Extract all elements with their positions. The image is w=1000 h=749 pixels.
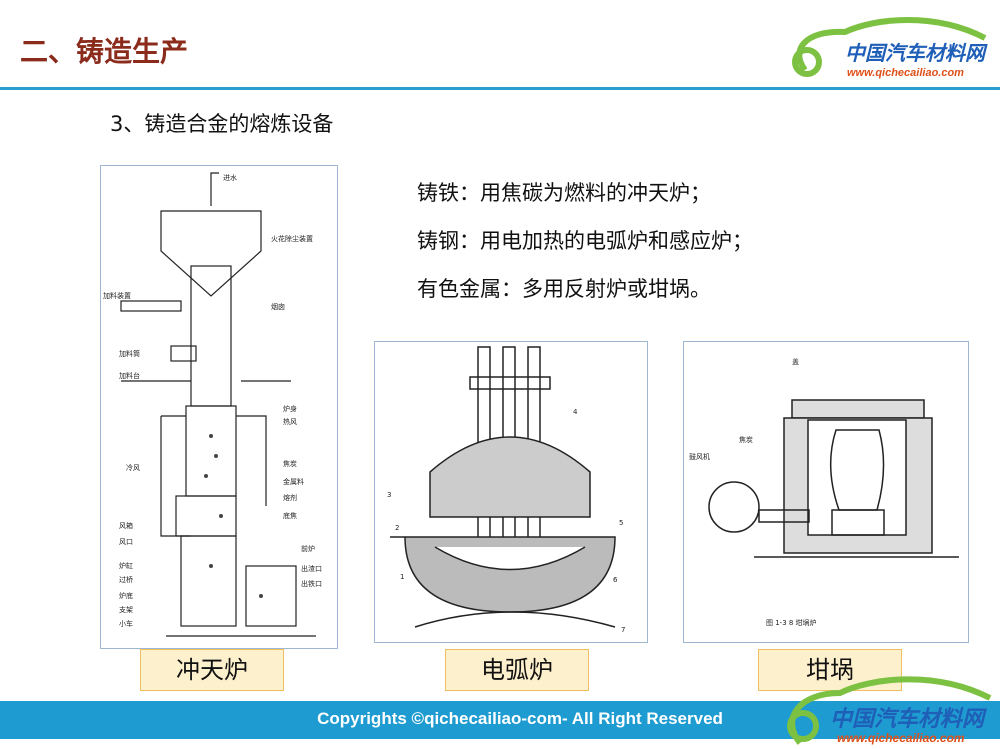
svg-text:炉缸: 炉缸 xyxy=(119,561,133,570)
caption-arc-furnace: 电弧炉 xyxy=(445,649,589,691)
arc-furnace-diagram: 2 1 3 4 5 6 7 xyxy=(374,341,648,643)
svg-text:5: 5 xyxy=(619,519,623,527)
svg-text:过桥: 过桥 xyxy=(119,575,133,584)
section-subtitle: 3、铸造合金的熔炼设备 xyxy=(110,112,334,136)
svg-text:盖: 盖 xyxy=(792,357,799,366)
caption-crucible: 坩埚 xyxy=(758,649,902,691)
svg-text:熔剂: 熔剂 xyxy=(283,493,297,502)
svg-text:图 1-3 8 坩埚炉: 图 1-3 8 坩埚炉 xyxy=(766,618,817,627)
cupola-diagram: 进水 火花除尘装置 加料装置 烟囱 加料筒 加料台 炉身 热风 冷风 焦炭 金属… xyxy=(100,165,338,649)
caption-cupola: 冲天炉 xyxy=(140,649,284,691)
svg-text:焦炭: 焦炭 xyxy=(739,435,753,444)
svg-text:2: 2 xyxy=(395,524,399,532)
svg-text:加料台: 加料台 xyxy=(119,371,140,380)
svg-text:风口: 风口 xyxy=(119,538,133,546)
svg-text:1: 1 xyxy=(400,573,404,581)
svg-text:7: 7 xyxy=(621,626,625,634)
body-line-cast-steel: 铸钢：用电加热的电弧炉和感应炉； xyxy=(417,229,753,253)
svg-text:www.qichecailiao.com: www.qichecailiao.com xyxy=(837,731,965,745)
svg-text:进水: 进水 xyxy=(223,173,237,182)
body-line-nonferrous: 有色金属：多用反射炉或坩埚。 xyxy=(417,277,711,301)
slide-title: 二、铸造生产 xyxy=(20,35,189,68)
svg-text:底焦: 底焦 xyxy=(283,511,297,520)
svg-text:小车: 小车 xyxy=(119,619,133,628)
crucible-furnace-diagram: 盖 焦炭 鼓风机 图 1-3 8 坩埚炉 xyxy=(683,341,969,643)
header-divider xyxy=(0,87,1000,90)
svg-text:加料筒: 加料筒 xyxy=(119,349,140,358)
body-line-cast-iron: 铸铁：用焦碳为燃料的冲天炉； xyxy=(417,181,711,205)
site-logo: 中国汽车材料网 www.qichecailiao.com xyxy=(792,17,988,79)
svg-text:3: 3 xyxy=(387,491,391,499)
svg-text:风箱: 风箱 xyxy=(119,521,133,530)
svg-text:冷风: 冷风 xyxy=(126,463,140,472)
svg-text:支架: 支架 xyxy=(119,605,133,614)
svg-text:烟囱: 烟囱 xyxy=(271,302,285,311)
svg-text:www.qichecailiao.com: www.qichecailiao.com xyxy=(847,67,964,79)
svg-text:鼓风机: 鼓风机 xyxy=(689,452,710,461)
svg-text:中国汽车材料网: 中国汽车材料网 xyxy=(830,706,987,732)
footer-bar: Copyrights ©qichecailiao-com- All Right … xyxy=(0,701,1000,739)
svg-text:炉底: 炉底 xyxy=(119,591,133,600)
svg-text:4: 4 xyxy=(573,408,578,416)
footer-logo: 中国汽车材料网 www.qichecailiao.com xyxy=(787,676,992,745)
svg-text:焦炭: 焦炭 xyxy=(283,459,297,468)
svg-text:6: 6 xyxy=(613,576,618,584)
svg-text:热风: 热风 xyxy=(283,417,297,426)
svg-text:出渣口: 出渣口 xyxy=(301,564,322,573)
svg-text:火花除尘装置: 火花除尘装置 xyxy=(271,234,313,243)
copyright-text: Copyrights ©qichecailiao-com- All Right … xyxy=(317,709,723,728)
svg-text:金属料: 金属料 xyxy=(283,477,304,486)
svg-text:炉身: 炉身 xyxy=(283,404,297,413)
svg-text:加料装置: 加料装置 xyxy=(103,291,131,300)
svg-text:中国汽车材料网: 中国汽车材料网 xyxy=(845,41,988,65)
svg-text:前炉: 前炉 xyxy=(301,544,315,553)
svg-text:出铁口: 出铁口 xyxy=(301,579,322,588)
